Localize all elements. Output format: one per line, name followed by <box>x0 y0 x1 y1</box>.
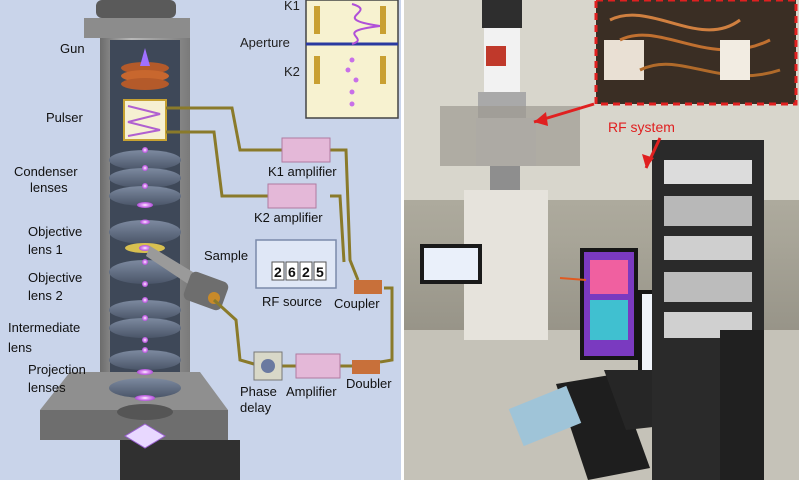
phase-delay-box <box>253 351 283 381</box>
rf-source-label: RF source <box>262 294 322 309</box>
objective2-label-line1: Objective <box>28 270 82 285</box>
coupler-label: Coupler <box>334 296 380 311</box>
doubler-box <box>352 360 380 374</box>
objective1-label-line1: Objective <box>28 224 82 239</box>
electron-beam <box>124 147 166 449</box>
deflector-inset: K1 Aperture K2 <box>240 0 399 119</box>
panel-divider <box>401 0 404 480</box>
coupler-box <box>354 280 382 294</box>
projection-label-line2: lenses <box>28 380 66 395</box>
rf-inset-photo <box>594 0 798 106</box>
pulser-label: Pulser <box>46 110 84 125</box>
amplifier-box <box>295 353 341 379</box>
condenser-label-line2: lenses <box>30 180 68 195</box>
lab-photo-panel: RF system <box>404 0 799 480</box>
projection-label-line1: Projection <box>28 362 86 377</box>
pulser-box <box>123 99 167 141</box>
inset-aperture-label: Aperture <box>240 35 290 50</box>
microscope-photo <box>440 0 580 340</box>
k1-amplifier-label: K1 amplifier <box>268 164 337 179</box>
rf-source-box <box>255 239 337 289</box>
amplifier-label: Amplifier <box>286 384 337 399</box>
rf-digit-1: 2 <box>274 264 282 280</box>
phase-delay-label-line2: delay <box>240 400 272 415</box>
intermediate-label-line2: lens <box>8 340 32 355</box>
condenser-label-line1: Condenser <box>14 164 78 179</box>
inset-k2-label: K2 <box>284 64 300 79</box>
k2-amplifier-box <box>267 183 317 209</box>
lens-stack <box>109 150 181 420</box>
doubler-label: Doubler <box>346 376 392 391</box>
sample-holder <box>146 246 229 311</box>
objective2-label-line2: lens 2 <box>28 288 63 303</box>
sample-label: Sample <box>204 248 248 263</box>
gun-label: Gun <box>60 41 85 56</box>
intermediate-label-line1: Intermediate <box>8 320 80 335</box>
inset-k1-label: K1 <box>284 0 300 13</box>
k2-amplifier-label: K2 amplifier <box>254 210 323 225</box>
rf-digit-3: 2 <box>302 264 310 280</box>
rf-system-label: RF system <box>608 119 675 135</box>
phase-delay-label-line1: Phase <box>240 384 277 399</box>
annotation-arrows <box>533 102 662 281</box>
k1-amplifier-box <box>281 137 331 163</box>
schematic-panel: K1 Aperture K2 Gun Pulser Condenser lens… <box>0 0 401 480</box>
rf-digit-2: 6 <box>288 264 296 280</box>
objective1-label-line2: lens 1 <box>28 242 63 257</box>
rf-digit-4: 5 <box>316 264 324 280</box>
rf-rack <box>652 140 764 480</box>
gun-coil <box>121 48 169 90</box>
rf-cables <box>166 106 394 368</box>
